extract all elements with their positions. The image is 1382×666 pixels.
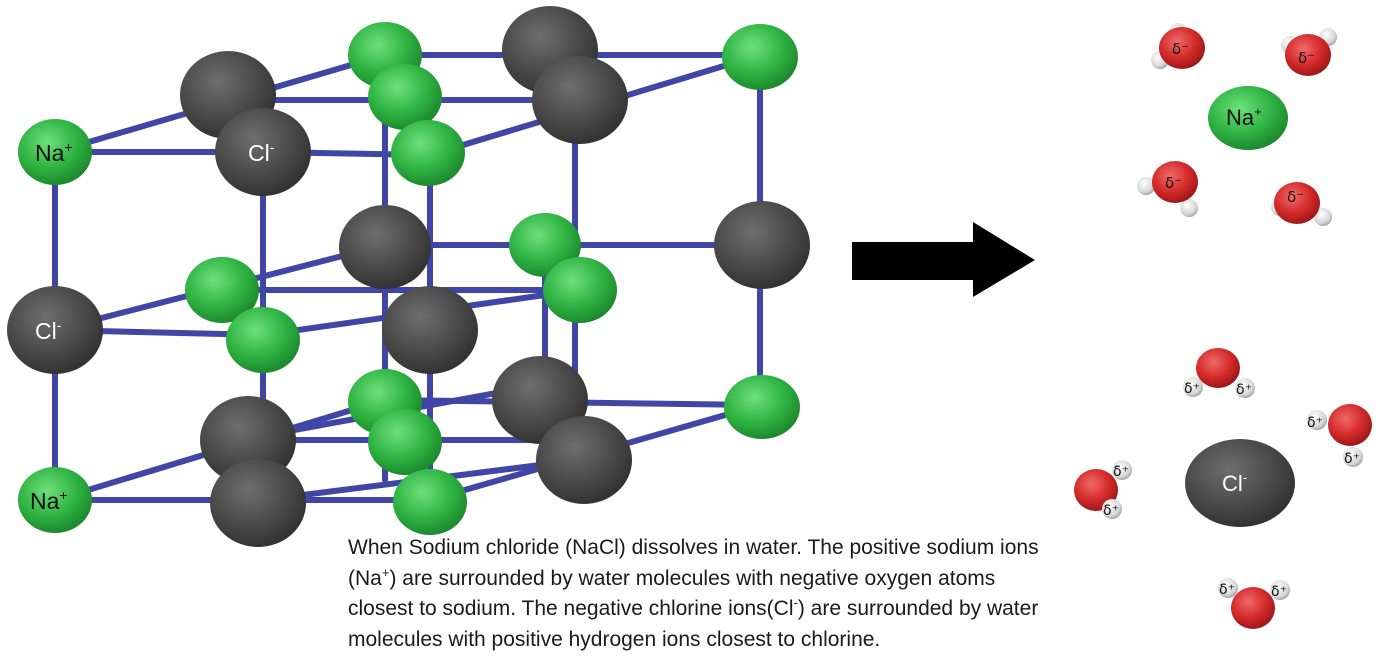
water-molecule: δ⁻ [1281,28,1337,76]
svg-text:δ⁺: δ⁺ [1307,415,1323,431]
caption-line: When Sodium chloride (NaCl) dissolves in… [348,536,1039,559]
lattice-atoms [7,6,810,547]
caption-superscript: - [793,595,798,610]
lattice-chloride-ion [210,459,306,547]
lattice-chloride-ion [339,205,431,289]
svg-text:δ⁺: δ⁺ [1219,582,1235,598]
lattice-sodium-ion [391,120,465,186]
na-label: Na+ [1226,104,1262,130]
water-molecule: δ⁺ δ⁺ [1307,404,1372,467]
caption-text: When Sodium chloride (NaCl) dissolves in… [348,533,1178,655]
cl-label: Cl- [35,317,62,344]
svg-text:δ⁻: δ⁻ [1165,174,1182,192]
cl-label: Cl- [1222,470,1247,496]
sodium-ion [1208,86,1288,150]
svg-text:δ⁺: δ⁺ [1103,503,1119,519]
water-molecule: δ⁺ δ⁺ [1218,578,1290,629]
lattice-sodium-ion-labeled [18,119,92,185]
lattice-chloride-ion-labeled [7,286,103,374]
lattice-chloride-ion [382,286,478,374]
caption-line: (Na [348,566,382,590]
water-molecule: δ⁻ [1151,23,1205,69]
svg-text:δ⁺: δ⁺ [1344,451,1360,467]
lattice-sodium-ion [368,409,442,475]
lattice-chloride-ion [714,201,810,289]
na-label: Na+ [30,487,68,514]
cl-label: Cl- [248,139,275,166]
lattice-sodium-ion [185,257,259,323]
water-molecule: δ⁻ [1271,182,1332,226]
lattice-sodium-ion [226,307,300,373]
na-label: Na+ [35,139,73,166]
hydrated-chloride: Cl- δ⁺ δ⁺ δ⁺ δ⁺ δ⁺ δ⁺ [1074,348,1372,629]
svg-text:δ⁺: δ⁺ [1184,381,1200,397]
lattice-sodium-ion [393,469,467,535]
lattice-sodium-ion [722,24,798,90]
chloride-ion [1185,439,1295,527]
lattice-sodium-ion [724,375,800,439]
svg-text:δ⁻: δ⁻ [1172,40,1189,58]
svg-text:δ⁺: δ⁺ [1236,382,1252,398]
water-molecule: δ⁺ δ⁺ [1074,460,1132,519]
svg-text:δ⁻: δ⁻ [1287,188,1304,206]
caption-line: ) are surrounded by water [797,597,1039,620]
caption-line: ) are surrounded by water molecules with… [389,566,996,590]
caption-line: closest to sodium. The negative chlorine… [348,597,794,620]
lattice-sodium-ion [543,257,617,323]
svg-text:δ⁺: δ⁺ [1271,584,1287,600]
lattice-chloride-ion-labeled [215,108,311,196]
hydrated-sodium: Na+ δ⁻ δ⁻ δ⁻ δ⁻ [1137,23,1337,226]
water-molecule: δ⁻ [1137,161,1198,217]
svg-text:δ⁺: δ⁺ [1113,464,1129,480]
water-molecule: δ⁺ δ⁺ [1183,348,1255,398]
lattice-sodium-ion-labeled [18,467,92,533]
lattice-labels: Na+ Cl- Cl- Na+ [30,139,275,514]
svg-text:δ⁻: δ⁻ [1298,49,1315,67]
caption-line: molecules with positive hydrogen ions cl… [348,627,881,651]
lattice-chloride-ion [532,56,628,144]
lattice-sodium-ion [368,64,442,130]
lattice-chloride-ion [536,416,632,504]
caption-superscript: + [381,564,390,580]
dissolve-arrow [852,222,1035,297]
